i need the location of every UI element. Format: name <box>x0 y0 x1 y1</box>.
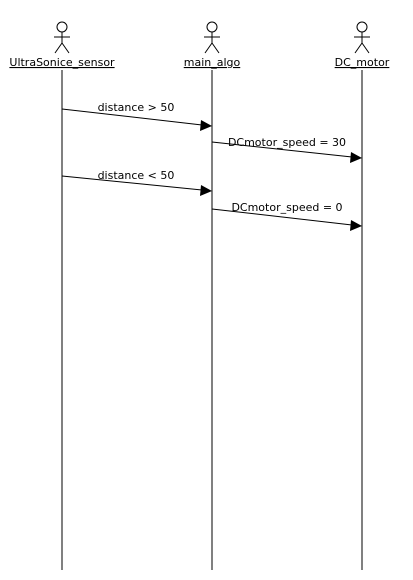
message-line <box>61 108 203 126</box>
participant-main-algo: main_algo <box>184 21 241 570</box>
message-label: DCmotor_speed = 30 <box>228 136 346 149</box>
arrowhead-icon <box>350 152 362 163</box>
arrowhead-icon <box>350 220 362 231</box>
arrowhead-icon <box>200 185 212 196</box>
message-label: distance > 50 <box>98 101 175 114</box>
message-label: DCmotor_speed = 0 <box>231 201 342 214</box>
participant-dc-motor: DC_motor <box>335 21 390 570</box>
actor-icon <box>354 21 370 54</box>
message-line <box>211 208 353 226</box>
message-distance-gt-50: distance > 50 <box>61 101 212 131</box>
message-line <box>211 141 353 158</box>
arrowhead-icon <box>200 120 212 131</box>
message-label: distance < 50 <box>98 169 175 182</box>
message-motor-speed-0: DCmotor_speed = 0 <box>211 201 362 231</box>
message-motor-speed-30: DCmotor_speed = 30 <box>211 136 362 163</box>
participant-label-sensor: UltraSonice_sensor <box>9 56 115 69</box>
participant-ultrasonice-sensor: UltraSonice_sensor <box>9 21 115 570</box>
actor-icon <box>204 21 220 54</box>
message-line <box>61 175 203 191</box>
participant-label-motor: DC_motor <box>335 56 390 69</box>
participant-label-algo: main_algo <box>184 56 241 69</box>
actor-icon <box>54 21 70 54</box>
message-distance-lt-50: distance < 50 <box>61 169 212 196</box>
